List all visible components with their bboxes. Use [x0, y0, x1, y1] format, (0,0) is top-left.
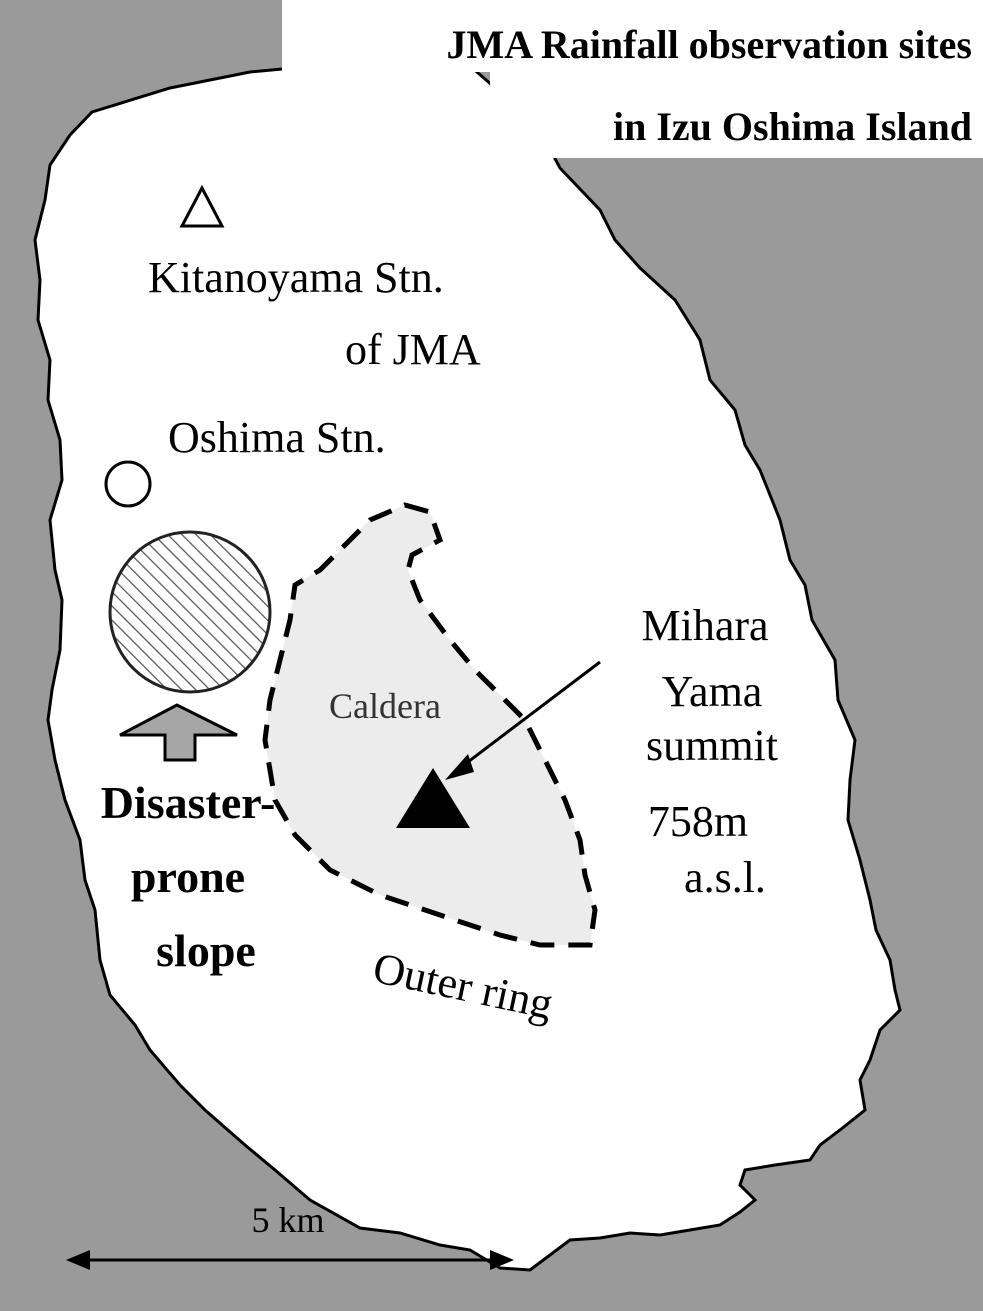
- caldera-label: Caldera: [329, 686, 441, 726]
- summit-label-line-4: 758m: [648, 797, 748, 846]
- summit-pointer-head: [445, 754, 474, 780]
- title-box-lower: [490, 72, 983, 158]
- filled-triangle-icon: [396, 768, 470, 828]
- summit-label-line-2: Yama: [662, 667, 763, 716]
- scale-label: 5 km: [251, 1200, 324, 1240]
- summit-pointer-line: [459, 660, 601, 770]
- disaster-slope-line-3: slope: [156, 925, 256, 976]
- summit-label-line-5: a.s.l.: [684, 853, 766, 902]
- scale-right-arrowhead: [490, 1250, 514, 1270]
- open-circle-icon: [104, 460, 152, 508]
- title-box: [282, 0, 983, 72]
- disaster-slope-line-2: prone: [131, 851, 245, 902]
- hatched-circle-icon: [108, 530, 272, 694]
- kitanoyama-label-line-2: of JMA: [345, 325, 481, 374]
- summit-label-line-1: Mihara: [641, 601, 768, 650]
- title-line-2: in Izu Oshima Island: [613, 104, 972, 149]
- oshima-label: Oshima Stn.: [168, 413, 386, 462]
- caldera-area: [262, 502, 598, 948]
- summit-label-line-3: summit: [646, 721, 778, 770]
- disaster-slope-line-1: Disaster-: [101, 777, 276, 828]
- scale-left-arrowhead: [66, 1250, 90, 1270]
- kitanoyama-label-line-1: Kitanoyama Stn.: [148, 253, 444, 302]
- up-arrow-icon: [119, 703, 238, 762]
- title-line-1: JMA Rainfall observation sites: [446, 22, 972, 67]
- open-triangle-icon: [179, 184, 225, 228]
